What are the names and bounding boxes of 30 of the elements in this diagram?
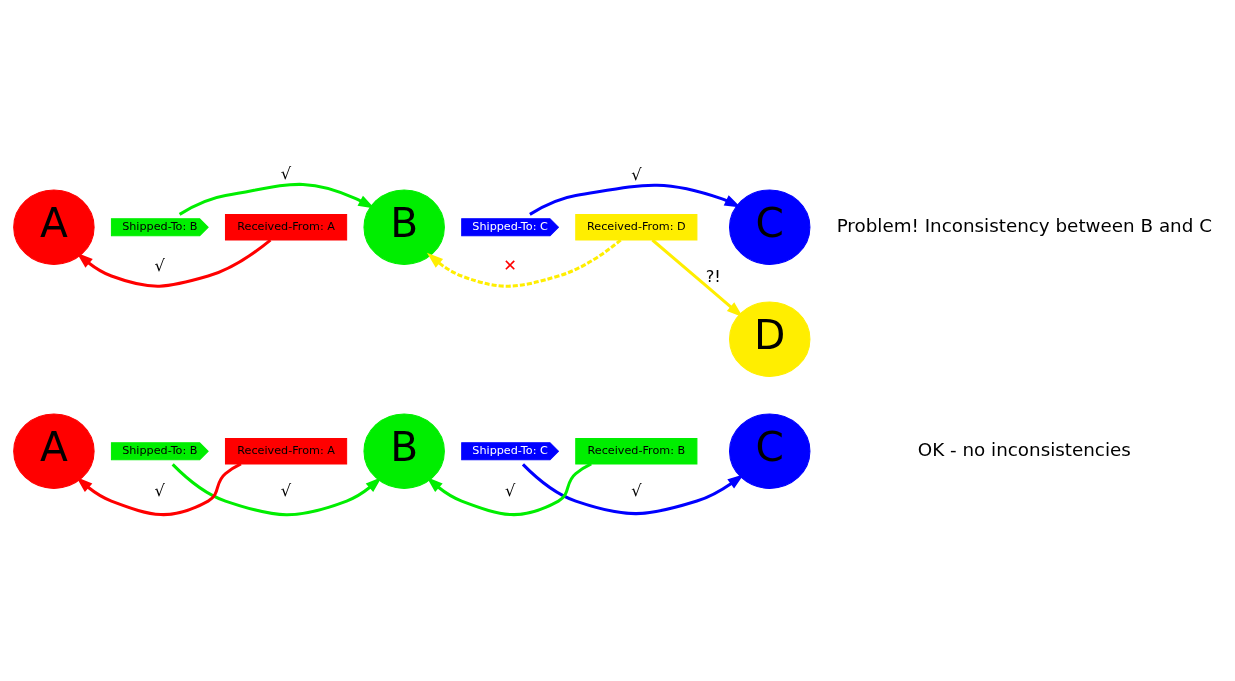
edge-label: √ — [280, 480, 292, 500]
edge-label: √ — [154, 480, 165, 500]
node-circle: B — [363, 189, 445, 265]
node-circle: D — [729, 301, 811, 377]
label: OK - no inconsistencies — [917, 438, 1131, 460]
node-circle: B — [363, 413, 445, 489]
arrow — [76, 238, 272, 288]
node-box: Received-From: B — [575, 437, 698, 465]
node-box: Received-From: D — [575, 213, 698, 241]
arrow — [178, 182, 375, 216]
arrow — [426, 238, 622, 288]
arrow — [76, 462, 242, 517]
node-box: Received-From: A — [224, 437, 348, 465]
edge-label: √ — [280, 164, 292, 184]
edge-label: ✕ — [503, 255, 517, 275]
arrow — [171, 463, 382, 517]
arrow — [651, 238, 743, 318]
arrow — [521, 463, 744, 516]
arrow — [426, 462, 592, 517]
edge-label: √ — [631, 165, 642, 185]
node-circle: A — [13, 413, 95, 489]
edge-label: √ — [154, 255, 165, 275]
node-box: Received-From: A — [224, 213, 348, 241]
arrow — [529, 183, 741, 216]
edge-label: ?! — [705, 266, 721, 286]
label: Problem! Inconsistency between B and C — [836, 214, 1212, 236]
node-circle: A — [13, 189, 95, 265]
edge-label: √ — [504, 480, 516, 500]
node-circle: C — [729, 189, 811, 265]
edge-label: √ — [631, 480, 642, 500]
